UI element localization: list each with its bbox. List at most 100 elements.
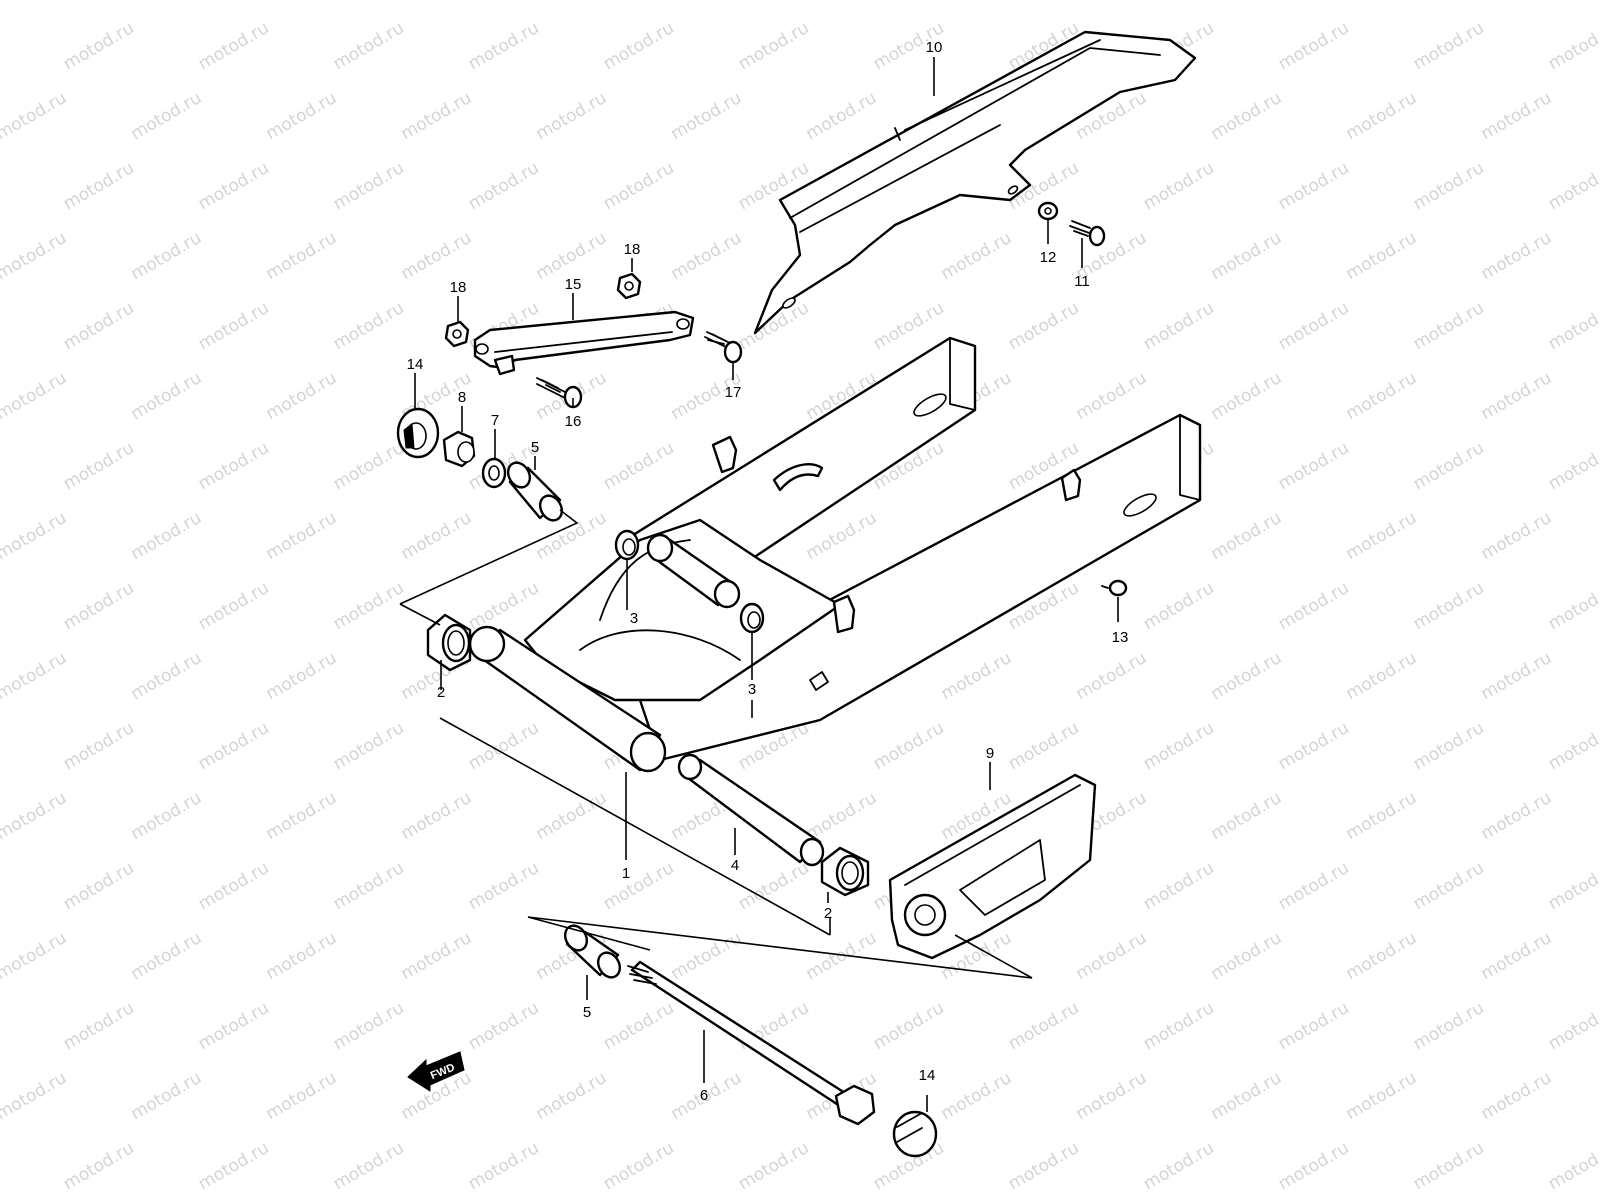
watermark-text: motod.ru <box>1545 578 1600 634</box>
watermark-text: motod.ru <box>398 928 476 984</box>
watermark-text: motod.ru <box>263 228 341 284</box>
watermark-text: motod.ru <box>1410 1138 1488 1194</box>
watermark-text: motod.ru <box>1343 0 1421 4</box>
watermark-text: motod.ru <box>1545 998 1600 1054</box>
watermark-text: motod.ru <box>1478 88 1556 144</box>
watermark-text: motod.ru <box>0 0 70 4</box>
watermark-text: motod.ru <box>195 578 273 634</box>
watermark-text: motod.ru <box>128 228 206 284</box>
watermark-text: motod.ru <box>263 1068 341 1124</box>
watermark-text: motod.ru <box>1343 88 1421 144</box>
watermark-text: motod.ru <box>803 0 881 4</box>
watermark-text: motod.ru <box>0 298 3 354</box>
part-3-bearing-lower <box>739 602 765 634</box>
watermark-text: motod.ru <box>1478 368 1556 424</box>
callout-14-left: 14 <box>407 356 424 373</box>
watermark-text: motod.ru <box>0 368 70 424</box>
watermark-text: motod.ru <box>1343 788 1421 844</box>
watermark-text: motod.ru <box>0 18 3 74</box>
callout-15: 15 <box>565 276 582 293</box>
watermark-text: motod.ru <box>0 718 3 774</box>
watermark-text: motod.ru <box>128 788 206 844</box>
callout-11: 11 <box>1074 273 1090 290</box>
watermark-text: motod.ru <box>128 88 206 144</box>
watermark-text: motod.ru <box>1343 508 1421 564</box>
watermark-text: motod.ru <box>398 788 476 844</box>
watermark-text: motod.ru <box>1478 508 1556 564</box>
watermark-text: motod.ru <box>1478 1068 1556 1124</box>
watermark-text: motod.ru <box>1140 158 1218 214</box>
watermark-text: motod.ru <box>195 438 273 494</box>
watermark-text: motod.ru <box>263 648 341 704</box>
watermark-text: motod.ru <box>465 578 543 634</box>
watermark-text: motod.ru <box>465 998 543 1054</box>
watermark-text: motod.ru <box>1208 368 1286 424</box>
watermark-text: motod.ru <box>1478 648 1556 704</box>
watermark-text: motod.ru <box>938 228 1016 284</box>
watermark-text: motod.ru <box>1140 718 1218 774</box>
callout-18-right: 18 <box>624 241 641 258</box>
watermark-text: motod.ru <box>330 1138 408 1194</box>
callout-14-right: 14 <box>919 1067 936 1084</box>
watermark-text: motod.ru <box>263 368 341 424</box>
watermark-text: motod.ru <box>533 88 611 144</box>
watermark-text: motod.ru <box>195 18 273 74</box>
part-12-washer <box>1037 201 1059 221</box>
watermark-text: motod.ru <box>1140 578 1218 634</box>
watermark-text: motod.ru <box>0 438 3 494</box>
watermark-text: motod.ru <box>465 718 543 774</box>
watermark-text: motod.ru <box>0 928 70 984</box>
watermark-text: motod.ru <box>195 998 273 1054</box>
watermark-text: motod.ru <box>0 998 3 1054</box>
callout-7: 7 <box>491 412 499 429</box>
part-6-pivot-shaft <box>627 960 876 1126</box>
watermark-text: motod.ru <box>668 228 746 284</box>
watermark-text: motod.ru <box>1208 928 1286 984</box>
watermark-text: motod.ru <box>60 718 138 774</box>
watermark-text: motod.ru <box>735 1138 813 1194</box>
watermark-text: motod.ru <box>938 0 1016 4</box>
watermark-text: motod.ru <box>1140 858 1218 914</box>
watermark-text: motod.ru <box>1410 298 1488 354</box>
part-18-nut-left <box>444 320 470 348</box>
watermark-text: motod.ru <box>1275 298 1353 354</box>
part-15-torque-link <box>473 310 695 376</box>
watermark-text: motod.ru <box>1275 1138 1353 1194</box>
watermark-text: motod.ru <box>668 928 746 984</box>
watermark-text: motod.ru <box>600 158 678 214</box>
watermark-text: motod.ru <box>803 88 881 144</box>
watermark-text: motod.ru <box>0 1068 70 1124</box>
callout-5-lower: 5 <box>583 1004 591 1021</box>
watermark-text: motod.ru <box>330 18 408 74</box>
watermark-text: motod.ru <box>128 648 206 704</box>
watermark-text: motod.ru <box>330 998 408 1054</box>
watermark-text: motod.ru <box>128 368 206 424</box>
part-7-washer <box>481 457 507 489</box>
part-5-collar-upper <box>506 461 564 522</box>
watermark-text: motod.ru <box>1545 298 1600 354</box>
watermark-text: motod.ru <box>1410 858 1488 914</box>
part-11-screw <box>1069 220 1106 247</box>
callout-17: 17 <box>725 384 742 401</box>
callout-18-left: 18 <box>450 279 467 296</box>
watermark-text: motod.ru <box>735 18 813 74</box>
watermark-text: motod.ru <box>263 788 341 844</box>
watermark-text: motod.ru <box>938 648 1016 704</box>
watermark-text: motod.ru <box>1410 158 1488 214</box>
watermark-text: motod.ru <box>0 158 3 214</box>
watermark-text: motod.ru <box>60 998 138 1054</box>
watermark-text: motod.ru <box>1343 1068 1421 1124</box>
watermark-text: motod.ru <box>668 88 746 144</box>
watermark-text: motod.ru <box>1275 438 1353 494</box>
part-2-bearing-right <box>820 846 870 897</box>
watermark-text: motod.ru <box>1275 998 1353 1054</box>
callout-leaders <box>414 57 1119 1112</box>
watermark-text: motod.ru <box>1208 88 1286 144</box>
part-13-cap <box>1101 579 1128 597</box>
watermark-text: motod.ru <box>1478 228 1556 284</box>
assembly-lines <box>399 509 1033 979</box>
watermark-text: motod.ru <box>128 508 206 564</box>
watermark-text: motod.ru <box>1343 648 1421 704</box>
callout-labels: 10 12 11 13 9 15 18 18 17 16 14 8 7 5 3 … <box>407 39 1129 1104</box>
